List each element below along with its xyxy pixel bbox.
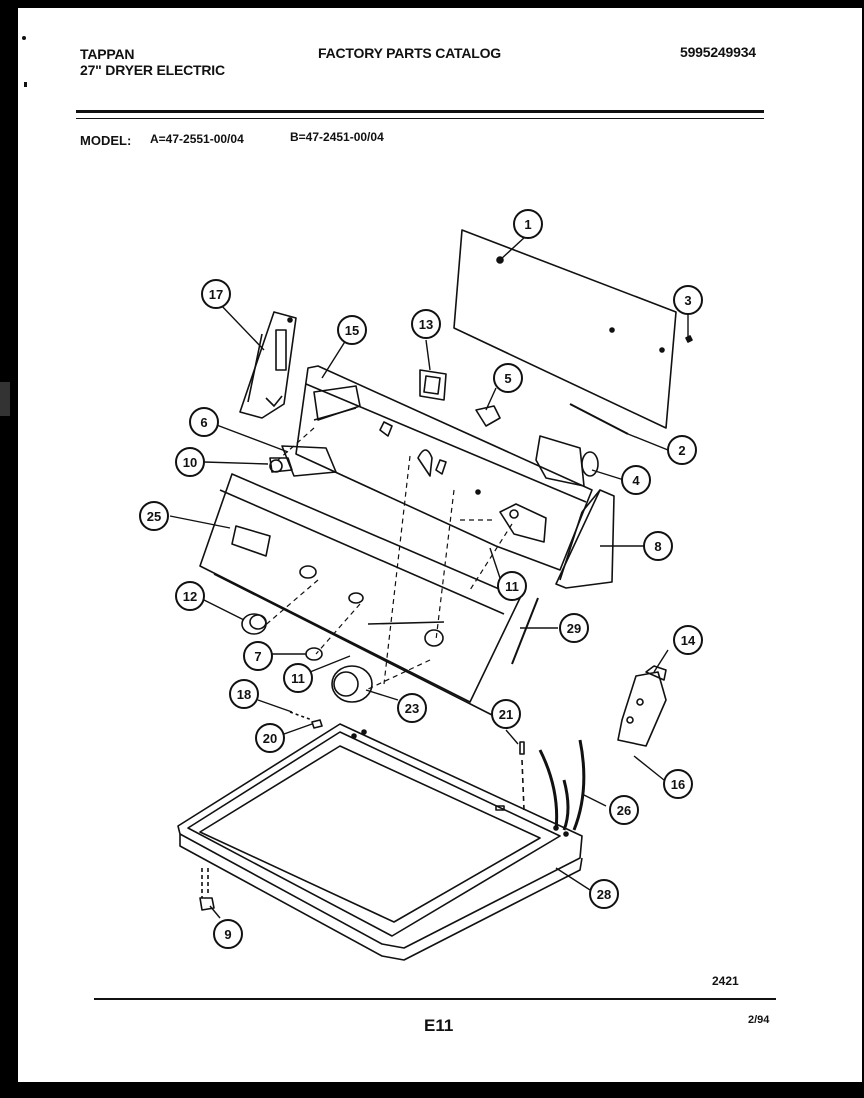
callout-number: 15 bbox=[345, 323, 359, 338]
brand-name: TAPPAN bbox=[80, 46, 135, 62]
callout-number: 12 bbox=[183, 589, 197, 604]
knob-assembly-part bbox=[269, 445, 337, 477]
callout-number: 18 bbox=[237, 687, 251, 702]
callout-number: 1 bbox=[524, 217, 531, 232]
catalog-title: FACTORY PARTS CATALOG bbox=[318, 45, 501, 61]
footer-rule bbox=[94, 998, 776, 1000]
callout-number: 7 bbox=[254, 649, 261, 664]
top-cover-part bbox=[177, 723, 583, 961]
callout-number: 21 bbox=[499, 707, 513, 722]
margin-scan-mark bbox=[0, 382, 10, 416]
callout-number: 23 bbox=[405, 701, 419, 716]
callout-16 bbox=[663, 769, 693, 799]
callout-5 bbox=[493, 363, 523, 393]
model-label: MODEL: bbox=[80, 133, 132, 148]
catalog-sheet bbox=[18, 8, 862, 1082]
knob-part-12 bbox=[241, 613, 267, 635]
callout-number: 28 bbox=[597, 887, 611, 902]
callout-number: 10 bbox=[183, 455, 197, 470]
callout-29 bbox=[559, 613, 589, 643]
callout-number: 20 bbox=[263, 731, 277, 746]
callout-25 bbox=[139, 501, 169, 531]
callout-11a bbox=[497, 571, 527, 601]
header-rule-thin bbox=[76, 118, 764, 119]
header-rule-thick bbox=[76, 110, 764, 113]
margin-dot bbox=[22, 36, 26, 40]
callout-28 bbox=[589, 879, 619, 909]
model-a: A=47-2551-00/04 bbox=[150, 132, 244, 146]
callout-13 bbox=[411, 309, 441, 339]
callout-number: 3 bbox=[684, 293, 691, 308]
callout-number: 9 bbox=[224, 927, 231, 942]
revision-date: 2/94 bbox=[748, 1014, 770, 1026]
callout-10 bbox=[175, 447, 205, 477]
callout-number: 25 bbox=[147, 509, 161, 524]
console-backing-part bbox=[295, 365, 593, 571]
callout-2 bbox=[667, 435, 697, 465]
rod-part-29 bbox=[511, 597, 539, 665]
callout-number: 26 bbox=[617, 803, 631, 818]
switch-part-13 bbox=[419, 369, 447, 401]
drawing-number: 2421 bbox=[712, 974, 739, 988]
switch-part-5 bbox=[475, 405, 501, 427]
callout-number: 4 bbox=[632, 473, 640, 488]
console-panel-part bbox=[199, 473, 521, 717]
callout-7 bbox=[243, 641, 273, 671]
callout-number: 13 bbox=[419, 317, 433, 332]
end-cap-part bbox=[555, 489, 615, 589]
callout-number: 11 bbox=[291, 671, 305, 686]
callout-number: 16 bbox=[671, 777, 685, 792]
callout-23 bbox=[397, 693, 427, 723]
button-part-7 bbox=[305, 647, 323, 661]
catalog-number: 5995249934 bbox=[680, 44, 756, 60]
callout-number: 6 bbox=[200, 415, 207, 430]
callout-number: 17 bbox=[209, 287, 223, 302]
callout-number: 11 bbox=[505, 579, 519, 594]
callout-26 bbox=[609, 795, 639, 825]
callout-11b bbox=[283, 663, 313, 693]
knob-part-23 bbox=[331, 665, 373, 703]
rear-panel-part bbox=[453, 229, 677, 429]
model-b: B=47-2451-00/04 bbox=[290, 130, 384, 144]
callout-14 bbox=[673, 625, 703, 655]
page-number: E11 bbox=[424, 1016, 454, 1035]
callout-number: 29 bbox=[567, 621, 581, 636]
timer-part bbox=[535, 435, 599, 487]
callout-20 bbox=[255, 723, 285, 753]
terminal-block-part bbox=[617, 665, 667, 747]
callout-12 bbox=[175, 581, 205, 611]
callout-8 bbox=[643, 531, 673, 561]
callout-number: 5 bbox=[504, 371, 511, 386]
callout-9 bbox=[213, 919, 243, 949]
callout-21 bbox=[491, 699, 521, 729]
callout-3 bbox=[673, 285, 703, 315]
callout-1 bbox=[513, 209, 543, 239]
margin-dot bbox=[24, 82, 27, 87]
callout-number: 2 bbox=[678, 443, 685, 458]
callout-4 bbox=[621, 465, 651, 495]
callout-6 bbox=[189, 407, 219, 437]
callout-18 bbox=[229, 679, 259, 709]
product-name: 27" DRYER ELECTRIC bbox=[80, 62, 225, 78]
foot-part bbox=[199, 868, 215, 911]
callout-number: 8 bbox=[654, 539, 661, 554]
callout-15 bbox=[337, 315, 367, 345]
callout-17 bbox=[201, 279, 231, 309]
callout-number: 14 bbox=[681, 633, 696, 648]
end-bracket-part bbox=[239, 311, 297, 419]
